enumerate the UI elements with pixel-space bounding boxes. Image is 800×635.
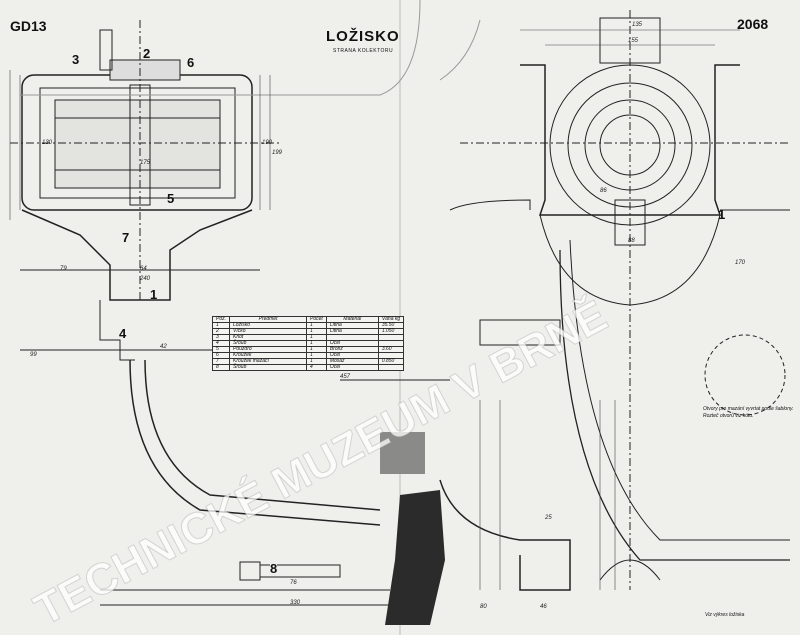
dimension-label: 135 <box>632 22 643 28</box>
dimension-label: 46 <box>540 604 547 610</box>
dimension-label: 79 <box>60 266 67 272</box>
dimension-label: 199 <box>272 150 283 156</box>
bolt-shank <box>259 564 341 578</box>
part-label: 3 <box>72 52 80 67</box>
drilling-note: Otvory pro mazání vyvrtat podle šablony.… <box>703 406 794 419</box>
dimension-label: 330 <box>290 600 301 606</box>
tape-patch <box>380 432 425 474</box>
part-label: 6 <box>187 55 195 70</box>
foot-profile <box>129 359 381 526</box>
dimension-label: 457 <box>340 374 351 380</box>
table-header-row: Poz. Předmět Počet Materiál Váha kg <box>211 316 405 323</box>
part-label: 2 <box>143 46 151 61</box>
reference-note: Viz výkres ložiska <box>705 612 745 618</box>
part-label: 1 <box>150 287 158 302</box>
dimension-label: 240 <box>140 276 151 282</box>
torn-patch <box>385 490 445 625</box>
part-label: 8 <box>270 561 278 576</box>
bearing-side-view <box>20 0 790 590</box>
drawing-code-left: GD13 <box>10 18 47 34</box>
bearing-section-view <box>10 20 280 361</box>
cell: 4 <box>306 364 327 371</box>
bolt-head <box>239 561 261 581</box>
cell: 8 <box>211 364 231 371</box>
dimension-label: 42 <box>160 344 167 350</box>
dimension-label: 190 <box>262 140 273 146</box>
dimension-label: 130 <box>42 140 53 146</box>
dimension-label: 155 <box>628 38 639 44</box>
part-label: 4 <box>119 326 127 341</box>
dimension-label: 64 <box>140 266 147 272</box>
part-label: 5 <box>167 191 175 206</box>
dimension-label: 175 <box>140 160 151 166</box>
dimension-label: 86 <box>600 188 607 194</box>
drawing-title: LOŽISKO <box>326 28 400 45</box>
part-label: 1 <box>718 207 726 222</box>
dimension-label: 88 <box>628 238 635 244</box>
part-label: 7 <box>122 230 130 245</box>
dimension-label: 80 <box>480 604 487 610</box>
cell: Ocel <box>325 364 379 371</box>
dimension-label: 76 <box>290 580 297 586</box>
dimension-label: 99 <box>30 352 37 358</box>
dimension-label: 25 <box>545 515 552 521</box>
cell: Šroub <box>229 364 308 371</box>
drawing-subtitle: STRANA KOLEKTORU <box>333 48 394 54</box>
cell <box>377 364 405 371</box>
drawing-number: 2068 <box>737 16 769 32</box>
dimension-label: 170 <box>735 260 746 266</box>
